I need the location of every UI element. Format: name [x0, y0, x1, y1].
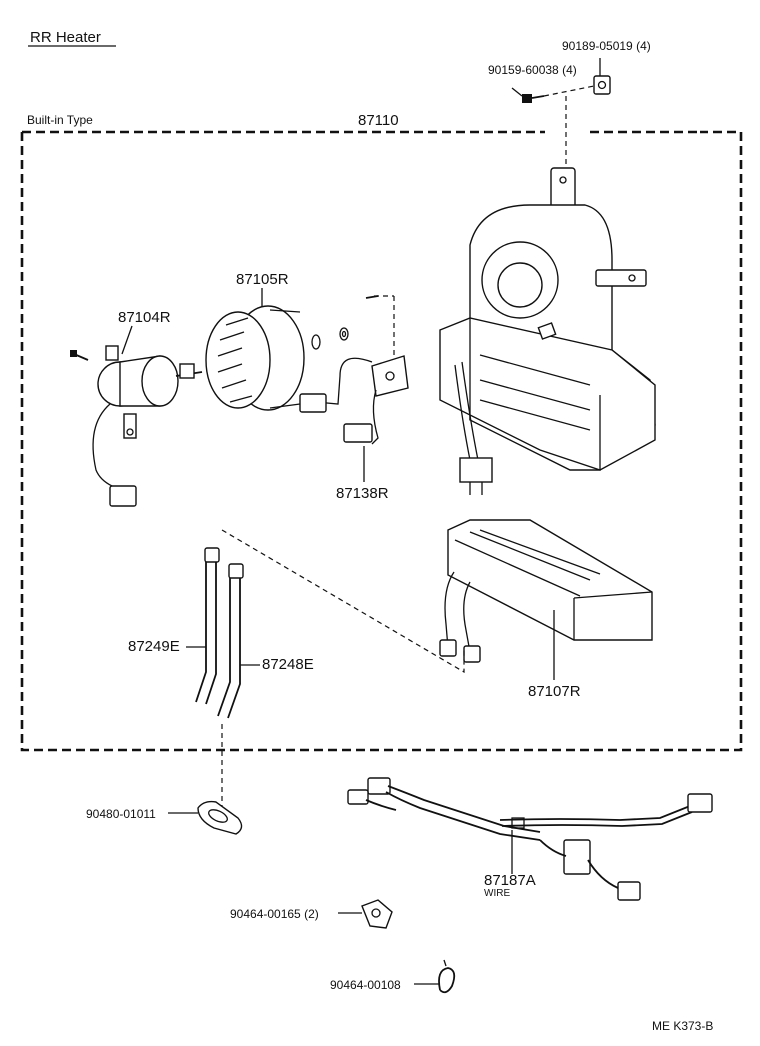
resistor-87138R [299, 295, 409, 445]
clamp-90464-00165 [361, 899, 393, 929]
part-label-87105R: 87105R [236, 271, 289, 288]
part-label-90464-00165: 90464-00165 (2) [230, 907, 319, 921]
part-label-90464-00108: 90464-00108 [330, 978, 401, 992]
section-label: Built-in Type [27, 113, 93, 127]
diagram-title: RR Heater [30, 29, 101, 46]
leader-pipes-core [221, 529, 465, 674]
washer-icon [311, 327, 349, 350]
part-label-87187A-wire: WIRE [484, 888, 510, 899]
leader-87104R [121, 325, 133, 355]
part-label-87138R: 87138R [336, 485, 389, 502]
part-label-90189-05019: 90189-05019 (4) [562, 39, 651, 53]
part-label-87110: 87110 [358, 112, 399, 129]
heater-housing-87110 [439, 167, 656, 495]
part-label-90480-01011: 90480-01011 [86, 807, 156, 821]
leader-bolt-nut [543, 85, 595, 97]
bolt-icon [511, 87, 545, 103]
screw-icon [70, 350, 89, 361]
blower-motor-87104R [92, 345, 203, 507]
nut-icon [593, 58, 611, 95]
grommet-90480 [197, 800, 243, 835]
part-label-87107R: 87107R [528, 683, 581, 700]
part-label-87248E: 87248E [262, 656, 314, 673]
wire-harness-87187A [347, 777, 713, 901]
built-in-type-border [20, 130, 743, 752]
water-pipe-87248E [217, 563, 244, 719]
blower-fan-87105R [205, 305, 305, 411]
part-label-87187A: 87187A [484, 872, 536, 889]
diagram-code: ME K373-B [652, 1019, 713, 1033]
clip-90464-00108 [438, 959, 456, 994]
part-label-87104R: 87104R [118, 309, 171, 326]
water-pipe-87249E [195, 547, 220, 705]
part-label-87249E: 87249E [128, 638, 180, 655]
heater-core-87107R [439, 519, 653, 663]
part-label-90159-60038: 90159-60038 (4) [488, 63, 577, 77]
